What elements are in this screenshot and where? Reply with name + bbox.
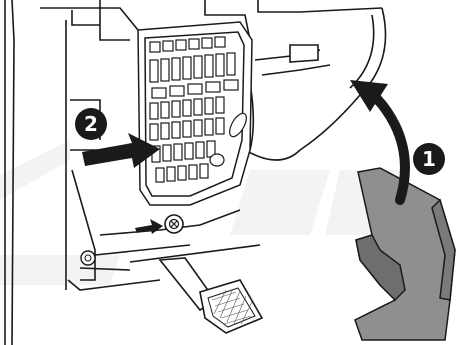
- step-2-label: 2: [84, 112, 98, 136]
- relay-knob: [210, 154, 224, 166]
- small-arrow-icon: [135, 219, 163, 234]
- step-1-label: 1: [422, 147, 436, 171]
- step-1-callout: 1: [413, 143, 445, 175]
- step-2-callout: 2: [75, 108, 107, 140]
- mounting-screw: [165, 215, 183, 233]
- side-bolt: [81, 251, 95, 265]
- brake-pedal: [160, 258, 262, 333]
